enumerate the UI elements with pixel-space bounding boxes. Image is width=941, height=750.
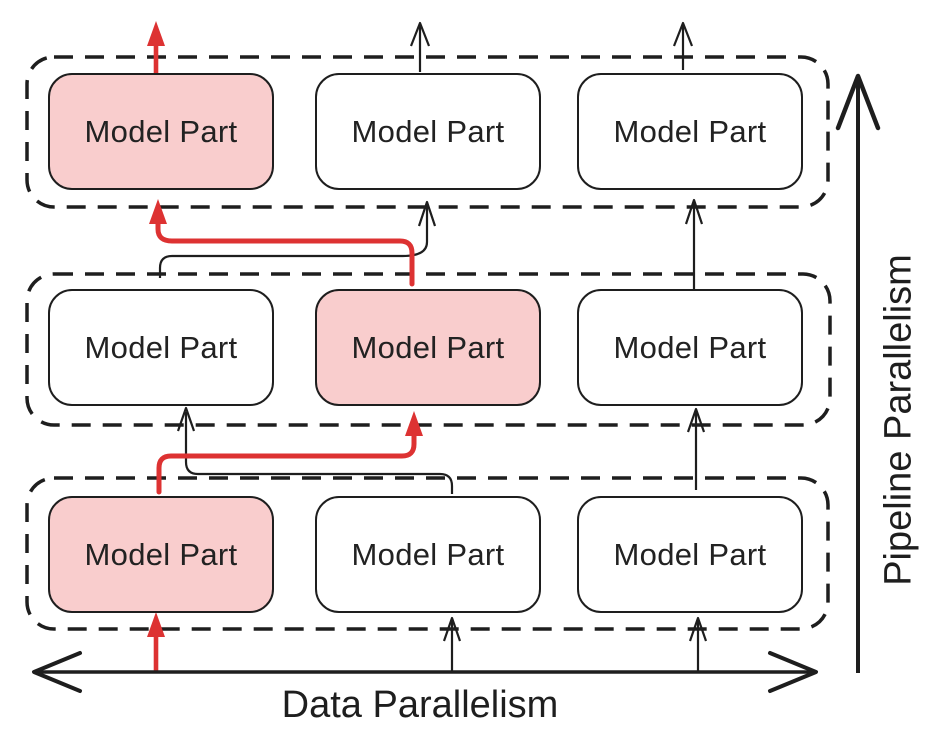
model-part-box-top-right: Model Part — [577, 73, 803, 190]
model-part-label: Model Part — [351, 329, 505, 365]
model-part-label: Model Part — [84, 113, 238, 149]
model-part-label: Model Part — [351, 536, 505, 572]
black-input-arrow-bottom-center — [442, 616, 462, 672]
model-part-box-top-center: Model Part — [315, 73, 541, 190]
y-axis-label: Pipeline Parallelism — [877, 254, 920, 586]
model-part-box-middle-center: Model Part — [315, 289, 541, 406]
black-output-arrow-top-center — [409, 21, 431, 72]
model-part-label: Model Part — [84, 329, 238, 365]
black-input-arrow-bottom-right — [688, 616, 708, 672]
red-output-arrow-top-left — [147, 21, 165, 81]
red-crossover-arrow-bottom-left-to-middle-center — [156, 411, 423, 495]
model-part-label: Model Part — [613, 536, 767, 572]
model-part-box-middle-right: Model Part — [577, 289, 803, 406]
red-input-arrow-bottom-left — [147, 612, 165, 673]
red-crossover-arrow-middle-center-to-top-left — [149, 199, 415, 287]
model-part-box-middle-left: Model Part — [48, 289, 274, 406]
model-part-box-bottom-left: Model Part — [48, 496, 274, 613]
x-axis-arrow — [32, 651, 818, 693]
black-crossover-arrow-middle-left-to-top-center — [158, 200, 437, 278]
model-part-label: Model Part — [351, 113, 505, 149]
model-part-box-bottom-right: Model Part — [577, 496, 803, 613]
x-axis-label: Data Parallelism — [281, 684, 559, 726]
y-axis-arrow — [835, 73, 881, 673]
black-crossover-arrow-bottom-center-to-middle-left — [176, 406, 454, 494]
model-part-box-bottom-center: Model Part — [315, 496, 541, 613]
black-straight-arrow-middle-right-to-top-right — [684, 198, 704, 289]
model-part-label: Model Part — [84, 536, 238, 572]
black-output-arrow-top-right — [672, 21, 694, 70]
stage-boundary-bottom — [25, 476, 830, 631]
model-part-label: Model Part — [613, 113, 767, 149]
model-part-label: Model Part — [613, 329, 767, 365]
stage-boundary-middle — [25, 272, 832, 427]
stage-boundary-top — [25, 55, 830, 209]
black-straight-arrow-bottom-right-to-middle-right — [686, 407, 706, 490]
model-part-box-top-left: Model Part — [48, 73, 274, 190]
